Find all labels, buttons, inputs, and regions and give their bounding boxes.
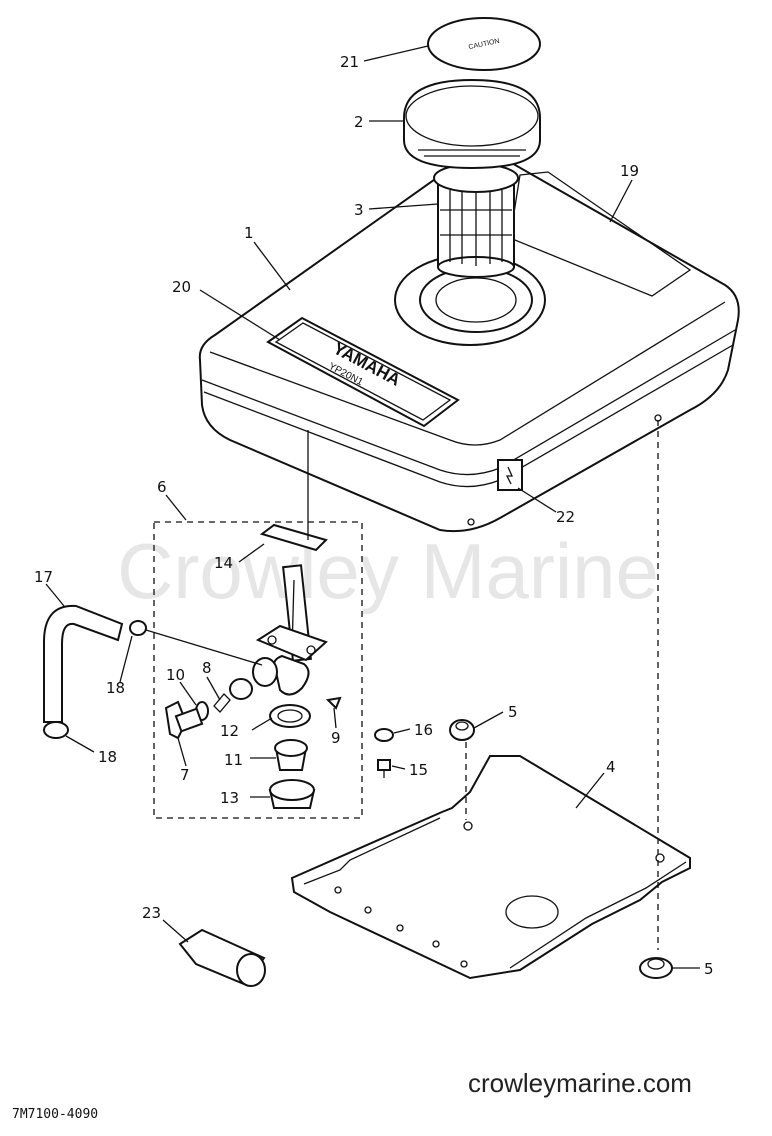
callout-15: 15 bbox=[409, 761, 428, 779]
watermark-text: Crowley Marine bbox=[117, 527, 659, 615]
part-23[interactable] bbox=[178, 928, 266, 987]
callout-6: 6 bbox=[157, 478, 167, 496]
fuel-cap[interactable] bbox=[403, 78, 541, 170]
callout-8: 8 bbox=[202, 659, 212, 677]
callout-11: 11 bbox=[224, 751, 243, 769]
grommet-upper[interactable] bbox=[449, 719, 475, 741]
hose-clip-upper[interactable] bbox=[129, 620, 147, 636]
caution-seal: CAUTION bbox=[427, 17, 541, 71]
callout-21: 21 bbox=[340, 53, 359, 71]
callout-9: 9 bbox=[331, 729, 341, 747]
callout-17: 17 bbox=[34, 568, 53, 586]
site-caption: crowleymarine.com bbox=[468, 1068, 692, 1098]
base-plate[interactable] bbox=[290, 755, 691, 980]
callout-13: 13 bbox=[220, 789, 239, 807]
lever-7[interactable] bbox=[164, 700, 204, 740]
gasket-14[interactable] bbox=[259, 523, 328, 552]
grommet-lower[interactable] bbox=[639, 957, 673, 979]
callouts: 21 2 3 1 20 19 22 6 14 17 18 18 10 8 12 … bbox=[34, 53, 714, 978]
emblem-plate: YAMAHA YP20N1 bbox=[266, 316, 460, 428]
screw-9[interactable] bbox=[325, 696, 342, 710]
filter-11[interactable] bbox=[274, 739, 308, 771]
hose-clip-lower[interactable] bbox=[43, 721, 69, 739]
callout-4: 4 bbox=[606, 758, 616, 776]
callout-12: 12 bbox=[220, 722, 239, 740]
callout-3: 3 bbox=[354, 201, 364, 219]
fuel-hose[interactable] bbox=[43, 604, 124, 723]
packing-12[interactable] bbox=[269, 704, 311, 728]
callout-16: 16 bbox=[414, 721, 433, 739]
callout-22: 22 bbox=[556, 508, 575, 526]
callout-2: 2 bbox=[354, 113, 364, 131]
callout-7: 7 bbox=[180, 766, 190, 784]
callout-18-upper: 18 bbox=[106, 679, 125, 697]
fuel-cock-group bbox=[153, 521, 363, 819]
group-outline bbox=[153, 521, 363, 819]
diagram-code: 7M7100-4090 bbox=[12, 1107, 98, 1122]
callout-19: 19 bbox=[620, 162, 639, 180]
callout-14: 14 bbox=[214, 554, 233, 572]
leader-lines bbox=[45, 45, 700, 969]
bolt-15[interactable] bbox=[377, 759, 391, 778]
callout-1: 1 bbox=[244, 224, 254, 242]
callout-5-lower: 5 bbox=[704, 960, 714, 978]
cup-13[interactable] bbox=[268, 779, 316, 809]
plunger-8[interactable] bbox=[213, 678, 253, 713]
callout-23: 23 bbox=[142, 904, 161, 922]
washer-16[interactable] bbox=[374, 728, 394, 742]
guide-line-hose-cock bbox=[145, 629, 263, 666]
fuel-cock[interactable] bbox=[252, 564, 328, 696]
callout-10: 10 bbox=[166, 666, 185, 684]
fuel-strainer[interactable] bbox=[433, 163, 519, 278]
drain-marker bbox=[497, 459, 523, 491]
callout-20: 20 bbox=[172, 278, 191, 296]
callout-5-upper: 5 bbox=[508, 703, 518, 721]
callout-18-lower: 18 bbox=[98, 748, 117, 766]
